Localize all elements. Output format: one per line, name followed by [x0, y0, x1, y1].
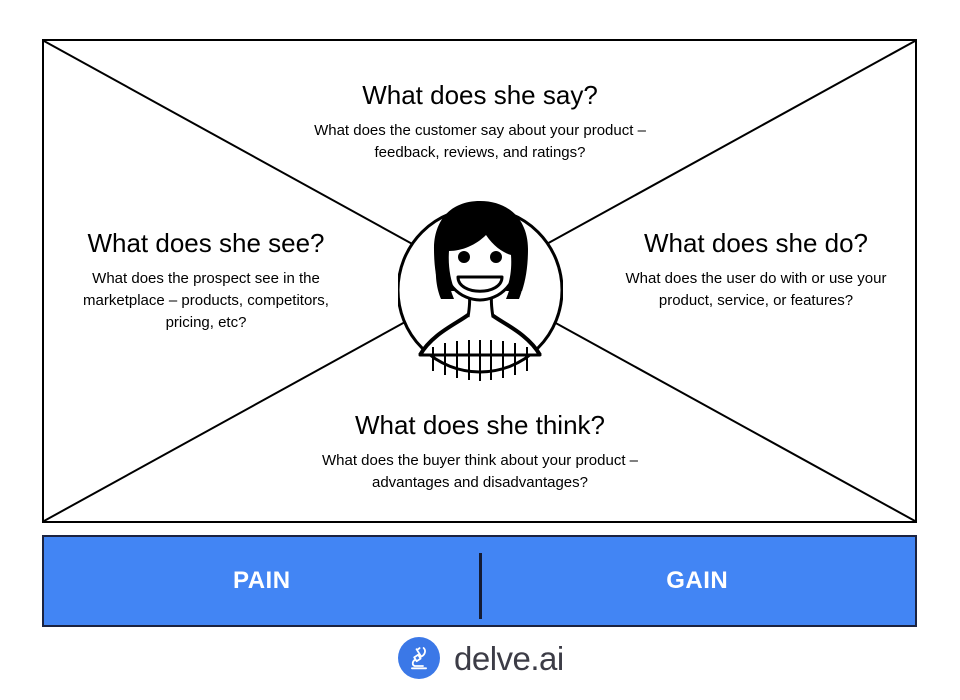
quadrant-say-body: What does the customer say about your pr… [314, 122, 646, 161]
delve-ai-logo: delve.ai [398, 636, 564, 680]
quadrant-say: What does she say? What does the custome… [290, 80, 670, 164]
quadrant-see: What does she see? What does the prospec… [60, 228, 352, 333]
quadrant-do-title: What does she do? [643, 228, 869, 258]
female-persona-avatar-icon [398, 195, 563, 385]
quadrant-see-body: What does the prospect see in the market… [83, 270, 329, 331]
quadrant-think-title: What does she think? [354, 410, 606, 440]
gain-label: GAIN [666, 567, 729, 594]
quadrant-think-body: What does the buyer think about your pro… [321, 452, 639, 491]
logo-wordmark: delve.ai [454, 639, 564, 677]
quadrant-do: What does she do? What does the user do … [610, 228, 902, 312]
microscope-icon [398, 637, 440, 679]
pain-gain-bar: PAIN GAIN [42, 535, 917, 627]
pain-label: PAIN [232, 567, 291, 594]
quadrant-see-title: What does she see? [87, 228, 325, 258]
quadrant-say-title: What does she say? [362, 80, 598, 110]
quadrant-do-body: What does the user do with or use your p… [625, 270, 887, 309]
quadrant-think: What does she think? What does the buyer… [290, 410, 670, 494]
pain-gain-divider [479, 553, 482, 619]
